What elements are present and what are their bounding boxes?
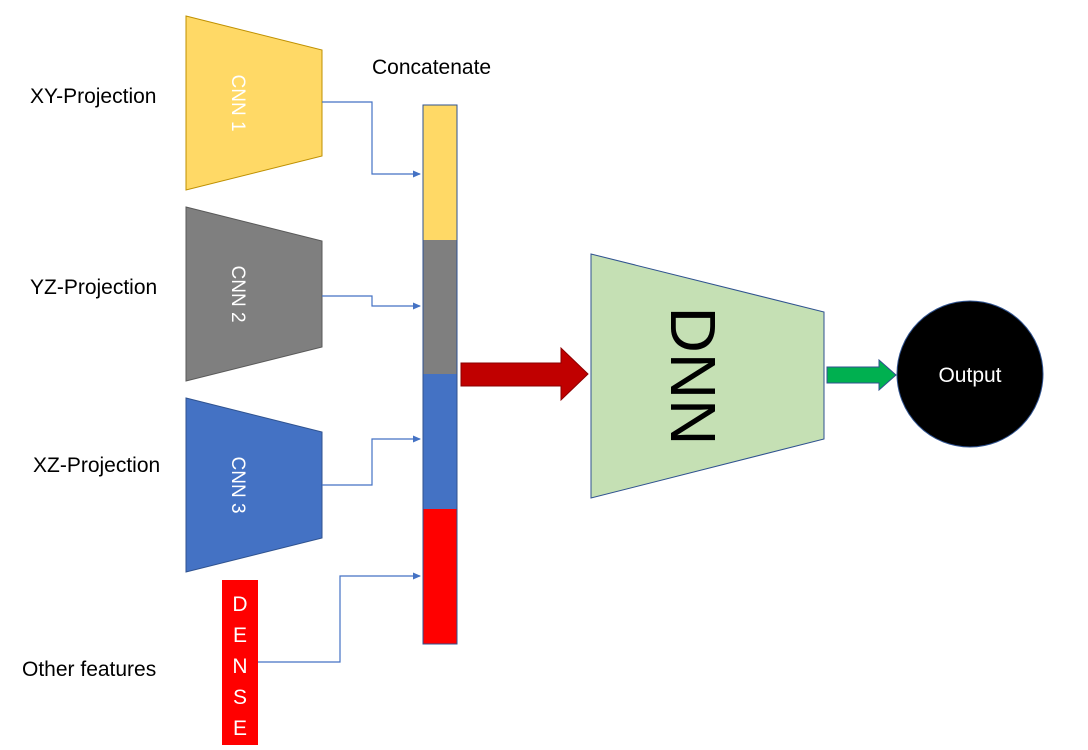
connector-cnn1-to-concat (322, 101, 421, 178)
dense-letter: E (233, 717, 247, 740)
dnn-label: DNN (657, 307, 729, 446)
cnn-2-label: CNN 2 (227, 265, 248, 322)
connector-cnn2-to-concat (322, 295, 421, 310)
concatenate-label: Concatenate (372, 56, 491, 79)
cnn-3-block: CNN 3 (185, 397, 323, 573)
concat-outline (422, 104, 458, 645)
connector-dense-to-concat (258, 572, 421, 663)
yz-projection-label: YZ-Projection (30, 276, 157, 299)
cnn-3-shape (185, 397, 323, 573)
other-features-label: Other features (22, 658, 156, 681)
dense-letter: S (233, 686, 247, 709)
concat-segment-other (423, 509, 457, 644)
dense-block: D E N S E (222, 580, 258, 745)
dense-letter: D (232, 593, 247, 616)
xy-projection-label: XY-Projection (30, 85, 156, 108)
cnn-1-label: CNN 1 (227, 74, 248, 131)
cnn-2-block: CNN 2 (185, 206, 323, 382)
cnn-2-shape (185, 206, 323, 382)
dense-letter: E (233, 624, 247, 647)
dnn-block: DNN (590, 253, 825, 499)
dense-shape (222, 580, 258, 745)
cnn-3-label: CNN 3 (227, 456, 248, 513)
dense-letter: N (232, 655, 247, 678)
output-node: Output (896, 300, 1044, 448)
output-circle (896, 300, 1044, 448)
concat-segment-xy (423, 105, 457, 240)
cnn-1-block: CNN 1 (185, 15, 323, 191)
xz-projection-label: XZ-Projection (33, 454, 160, 477)
concat-vector (422, 104, 458, 645)
dnn-shape (590, 253, 825, 499)
red-arrow-to-dnn (460, 346, 589, 402)
concat-segment-yz (423, 240, 457, 374)
output-label: Output (938, 364, 1001, 387)
cnn-1-shape (185, 15, 323, 191)
concat-segment-xz (423, 374, 457, 509)
connector-cnn3-to-concat (322, 435, 421, 486)
green-arrow-to-output (826, 358, 897, 392)
